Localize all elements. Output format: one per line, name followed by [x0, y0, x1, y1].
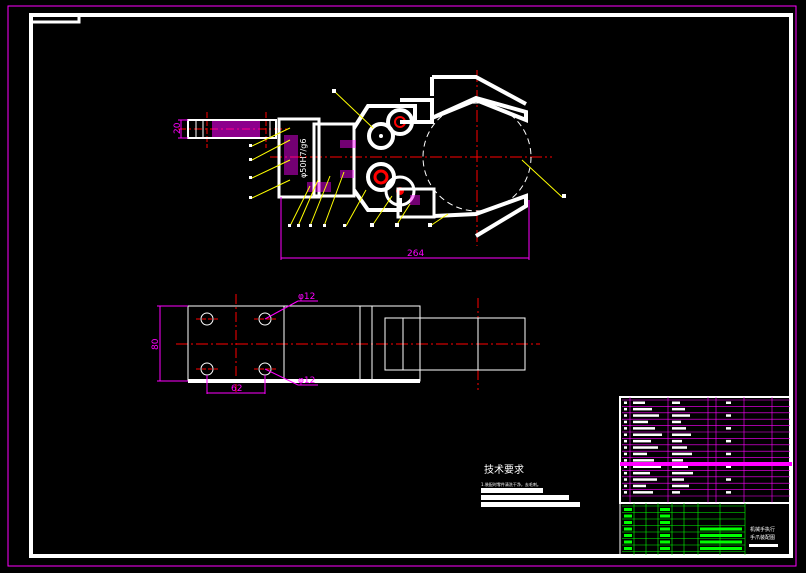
- dim-plan-height: 80: [151, 338, 161, 350]
- title-cell: [700, 547, 742, 550]
- parts-cell: [672, 427, 686, 430]
- parts-cell: [726, 491, 731, 494]
- parts-cell: [624, 439, 627, 443]
- parts-cell: [624, 433, 627, 436]
- parts-cell: [726, 439, 731, 443]
- parts-cell: [672, 439, 682, 443]
- dim-side-bar-height: 20: [173, 122, 183, 134]
- parts-cell: [672, 471, 693, 475]
- drawing-name-line2: 手爪装配图: [750, 534, 775, 541]
- parts-cell: [633, 420, 648, 424]
- parts-cell: [624, 471, 627, 475]
- title-block: 机械手执行 手爪装配图: [619, 502, 791, 556]
- parts-cell: [726, 465, 731, 468]
- title-cell: [660, 527, 670, 531]
- parts-cell: [624, 401, 627, 404]
- parts-cell: [672, 459, 683, 462]
- parts-cell: [633, 407, 652, 411]
- parts-cell: [624, 478, 627, 481]
- title-cell: [660, 514, 670, 518]
- parts-cell: [633, 446, 658, 449]
- title-cell: [660, 540, 670, 544]
- dim-hole-dia-bottom: φ12: [298, 376, 315, 386]
- parts-cell: [624, 491, 627, 494]
- parts-cell: [726, 478, 731, 481]
- inner-border: [29, 13, 793, 558]
- corner-tab: [31, 15, 81, 24]
- title-cell: [660, 547, 670, 550]
- parts-cell: [672, 433, 691, 436]
- parts-cell: [633, 459, 654, 462]
- parts-cell: [624, 414, 627, 417]
- parts-cell: [672, 478, 684, 481]
- parts-cell: [633, 471, 650, 475]
- parts-cell: [624, 459, 627, 462]
- title-cell: [660, 508, 670, 511]
- parts-cell: [672, 452, 692, 456]
- drawing-name-line1: 机械手执行: [750, 526, 775, 533]
- notes-line-1: 1.装配时零件清洗干净，去毛刺。: [481, 481, 541, 487]
- parts-cell: [633, 484, 646, 488]
- title-cell: [624, 534, 632, 537]
- title-cell: [660, 534, 670, 537]
- parts-cell: [624, 420, 627, 424]
- title-cell: [700, 540, 742, 544]
- parts-cell: [672, 491, 680, 494]
- title-cell: [624, 514, 632, 518]
- parts-cell: [633, 465, 661, 468]
- parts-cell: [633, 427, 655, 430]
- parts-cell: [624, 465, 627, 468]
- parts-cell: [726, 414, 731, 417]
- parts-cell: [633, 414, 659, 417]
- parts-cell: [672, 465, 688, 468]
- parts-cell: [633, 401, 645, 404]
- dim-hole-dia-top: φ12: [298, 292, 315, 302]
- title-cell: [624, 508, 632, 511]
- parts-cell: [624, 452, 627, 456]
- technical-notes: 技术要求 1.装配时零件清洗干净，去毛刺。: [481, 463, 580, 507]
- parts-cell: [633, 452, 647, 456]
- title-cell: [700, 534, 742, 537]
- title-cell: [624, 547, 632, 550]
- parts-cell: [633, 439, 651, 443]
- parts-cell: [624, 407, 627, 411]
- parts-cell: [672, 420, 681, 424]
- parts-cell: [672, 401, 680, 404]
- dim-hole-spacing: 62: [231, 384, 242, 394]
- parts-cell: [624, 484, 627, 488]
- title-cell: [700, 527, 742, 531]
- gripper-front-view: 20 φ50H7/g6: [173, 70, 566, 260]
- gripper-plan-view: 80 62 φ12 φ12: [151, 292, 540, 394]
- title-cell: [624, 521, 632, 524]
- parts-cell: [726, 401, 731, 404]
- outer-border: [7, 5, 797, 567]
- parts-cell: [633, 491, 653, 494]
- title-cell: [624, 540, 632, 544]
- notes-title: 技术要求: [484, 463, 524, 476]
- parts-cell: [672, 446, 687, 449]
- parts-cell: [672, 407, 685, 411]
- parts-cell: [633, 478, 657, 481]
- parts-cell: [726, 452, 731, 456]
- dim-bore: φ50H7/g6: [299, 139, 308, 178]
- parts-cell: [672, 484, 689, 488]
- parts-cell: [624, 446, 627, 449]
- dim-overall-width: 264: [407, 249, 424, 259]
- parts-list: [619, 396, 792, 504]
- parts-cell: [672, 414, 690, 417]
- title-cell: [660, 521, 670, 524]
- parts-cell: [633, 433, 662, 436]
- parts-cell: [726, 427, 731, 430]
- parts-cell: [624, 427, 627, 430]
- title-cell: [624, 527, 632, 531]
